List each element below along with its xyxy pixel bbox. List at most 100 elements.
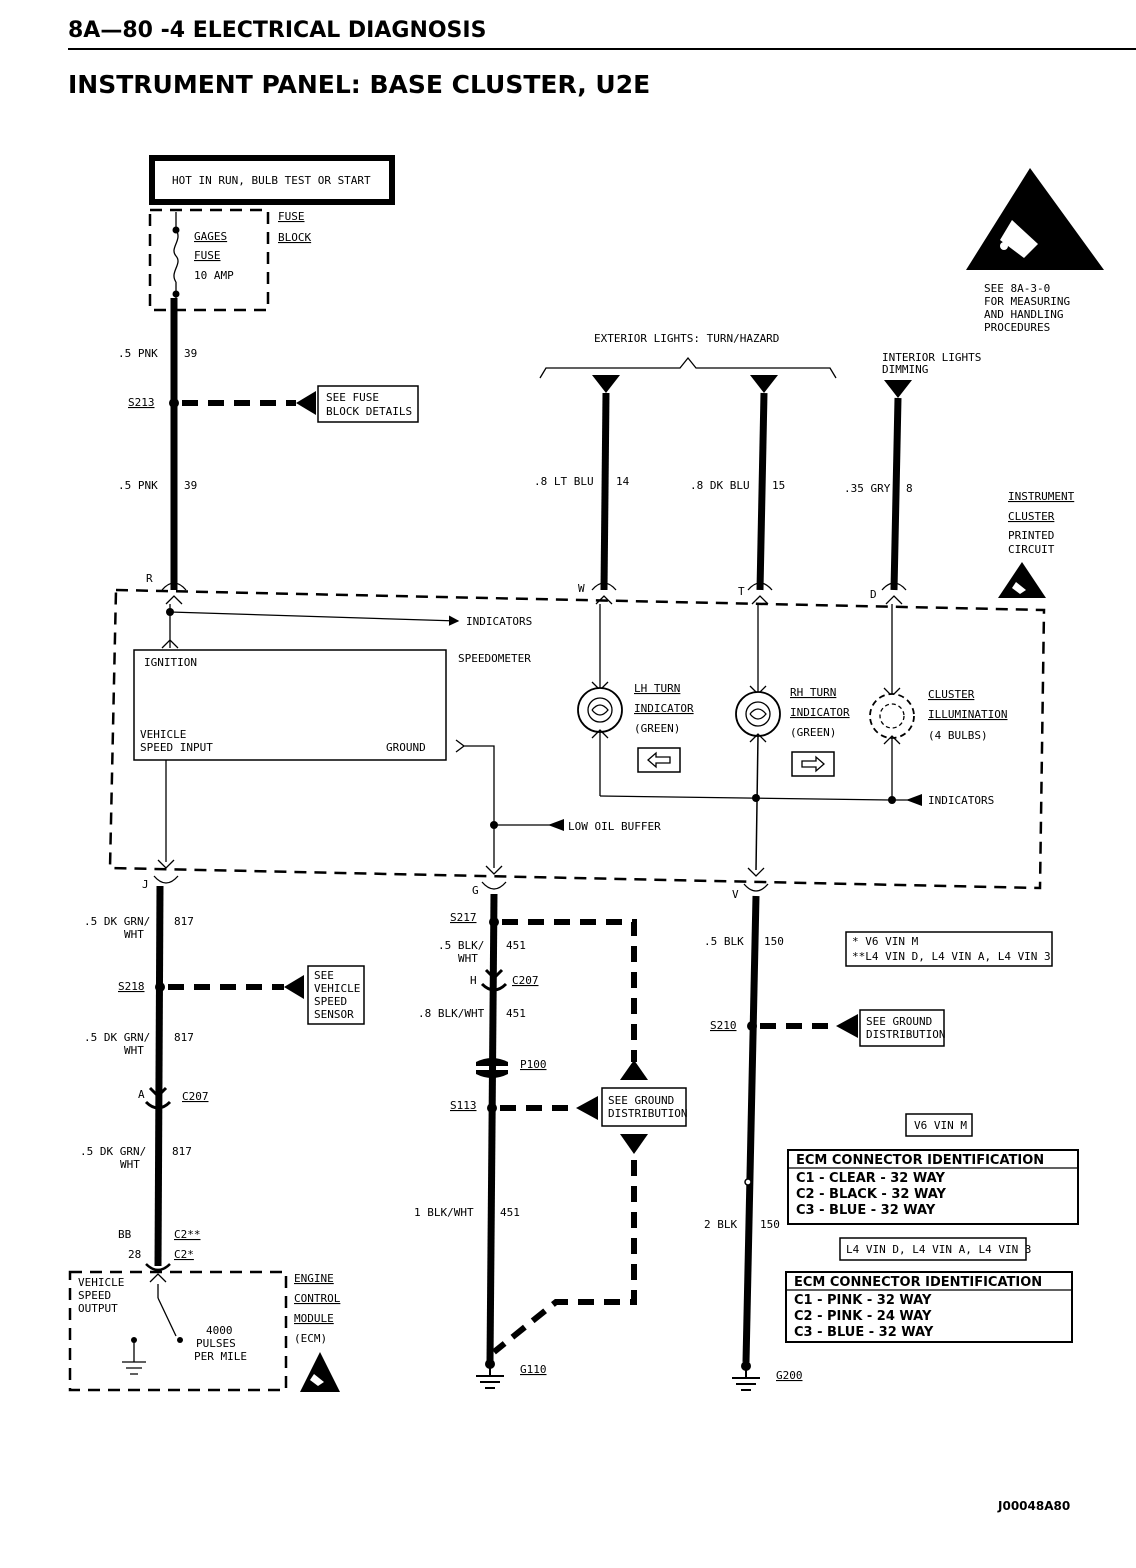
bulb-common-node-1 [752, 794, 760, 802]
connector-g [481, 865, 507, 890]
wire-8-gry [890, 397, 902, 591]
connector-r [161, 582, 187, 605]
esd-note-3: AND HANDLING [984, 308, 1063, 321]
lh-label-1: LH TURN [634, 682, 680, 695]
c207-label-1: C207 [512, 974, 539, 987]
fuse-symbol [172, 212, 180, 298]
ecm-table-1-title: ECM CONNECTOR IDENTIFICATION [796, 1153, 1044, 1168]
ecm-label-4: (ECM) [294, 1332, 327, 1345]
splice-s113-label: S113 [450, 1099, 477, 1112]
ecm-table-1-c2: C2 - BLACK - 32 WAY [796, 1187, 947, 1202]
indicators-2-arrow [906, 794, 922, 806]
fuse-details-arrow [296, 391, 316, 415]
ground-dist-down-arrow [620, 1134, 648, 1154]
wire-150 [742, 895, 760, 1363]
vss-arrow [284, 975, 304, 999]
connector-ecm [145, 1263, 171, 1283]
speed-input-label: SPEED INPUT [140, 741, 213, 754]
fuse-details-2: BLOCK DETAILS [326, 405, 412, 418]
engine-notes-box [845, 931, 1053, 967]
pin-w: W [578, 582, 585, 595]
ecm-table-2-c2: C2 - PINK - 24 WAY [794, 1309, 932, 1324]
ground-dist-1-arrow [836, 1014, 858, 1038]
ecm-label-3: MODULE [294, 1312, 334, 1325]
v6-box [905, 1113, 973, 1137]
indicators-label-1: INDICATORS [466, 615, 532, 628]
wire-451-number-1: 451 [506, 939, 526, 952]
gd2-2: DISTRIBUTION [608, 1107, 687, 1120]
wire-8-number: 8 [906, 482, 913, 495]
esd-small-icon-2 [300, 1352, 340, 1392]
wire-817-color-1a: .5 DK GRN/ [84, 915, 150, 928]
wire-817-number-3: 817 [172, 1145, 192, 1158]
ground-g200 [732, 1361, 760, 1391]
connector-c207-h [480, 968, 508, 992]
splice-s210-label: S210 [710, 1019, 737, 1032]
pin-t: T [738, 585, 745, 598]
pin-a: A [138, 1088, 145, 1101]
ecm-label-1: ENGINE [294, 1272, 334, 1285]
fuse-details-1: SEE FUSE [326, 391, 379, 404]
wire-15-number: 15 [772, 479, 785, 492]
amp-label: 10 AMP [194, 269, 234, 282]
exterior-lights-label: EXTERIOR LIGHTS: TURN/HAZARD [594, 332, 779, 345]
vss-4: SENSOR [314, 1008, 354, 1021]
wire-451-color-1b: WHT [458, 952, 478, 965]
esd-warning-icon [966, 168, 1104, 270]
wire-150-color-2: 2 BLK [704, 1218, 737, 1231]
esd-note-1: SEE 8A-3-0 [984, 282, 1050, 295]
ground-dist-2-arrow [576, 1096, 598, 1120]
ipc-label-3: PRINTED [1008, 529, 1054, 542]
l4-note: **L4 VIN D, L4 VIN A, L4 VIN 3 [852, 950, 1051, 963]
speedometer-label: SPEEDOMETER [458, 652, 531, 665]
pin-d: D [870, 588, 877, 601]
vss-box [307, 965, 365, 1025]
ecm-outline [68, 1270, 288, 1392]
p100-label: P100 [520, 1058, 547, 1071]
esd-note-2: FOR MEASURING [984, 295, 1070, 308]
cluster-illumination-bulb [869, 604, 915, 800]
c2-single: C2* [174, 1248, 194, 1261]
vso-2: SPEED [78, 1289, 111, 1302]
wire-451-color-2: .8 BLK/WHT [418, 1007, 485, 1020]
splice-s218-label: S218 [118, 980, 145, 993]
fuse-block-label-1: FUSE [278, 210, 305, 223]
c2-double: C2** [174, 1228, 201, 1241]
splice-s113 [487, 1103, 497, 1113]
ecm-table-2-title: ECM CONNECTOR IDENTIFICATION [794, 1275, 1042, 1290]
wire-817-number-1: 817 [174, 915, 194, 928]
turn-rh-source-arrow [750, 375, 778, 393]
dash-s217 [502, 919, 637, 1062]
wire-14-lt-blu [600, 392, 610, 591]
vso-1: VEHICLE [78, 1276, 124, 1289]
wire-150-color-1: .5 BLK [704, 935, 744, 948]
connector-d [881, 582, 907, 605]
connector-c207-a [144, 1086, 172, 1110]
fuse-label: FUSE [194, 249, 221, 262]
splice-s217-label: S217 [450, 911, 477, 924]
interior-lights-label-2: DIMMING [882, 363, 928, 376]
ignition-label: IGNITION [144, 656, 197, 669]
cl-label-2: ILLUMINATION [928, 708, 1007, 721]
page-title: INSTRUMENT PANEL: BASE CLUSTER, U2E [68, 70, 651, 99]
ipc-label-4: CIRCUIT [1008, 543, 1055, 556]
wire-817 [154, 885, 164, 1267]
wire-150-number-1: 150 [764, 935, 784, 948]
wire-39-number-2: 39 [184, 479, 197, 492]
splice-s210 [747, 1021, 757, 1031]
lh-label-2: INDICATOR [634, 702, 694, 715]
pin-r: R [146, 572, 153, 585]
ground-dist-2-box [601, 1087, 687, 1127]
vss-switch [122, 1284, 183, 1375]
pass-through-p100 [476, 1058, 508, 1078]
wire-15-dk-blu [756, 392, 768, 591]
ground-g110 [476, 1359, 504, 1389]
fuse-block-label-2: BLOCK [278, 231, 311, 244]
low-oil-label: LOW OIL BUFFER [568, 820, 661, 833]
lh-label-3: (GREEN) [634, 722, 680, 735]
wire-15-color: .8 DK BLU [690, 479, 750, 492]
left-arrow-box [637, 747, 681, 773]
vss-1: SEE [314, 969, 334, 982]
vehicle-label: VEHICLE [140, 728, 186, 741]
l4-box [839, 1237, 1027, 1261]
